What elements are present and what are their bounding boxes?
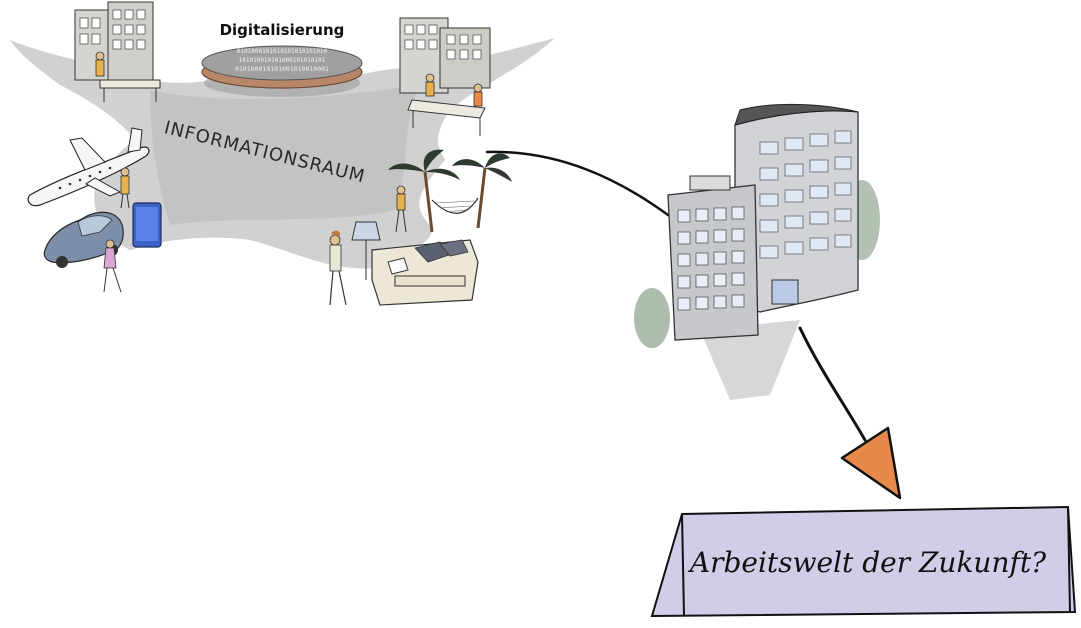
binary-row-2: 101010010101000101010101 (239, 57, 326, 64)
building-windows (404, 24, 482, 60)
smartphone (132, 202, 162, 248)
person-walking (103, 239, 122, 293)
worker-right-1 (425, 73, 435, 97)
airplane-windows (58, 166, 112, 190)
hammock-net (435, 200, 475, 213)
binary-row-3: 010100010101001010010001 (235, 65, 329, 73)
person-living-room (329, 230, 347, 306)
sofa (371, 239, 479, 306)
palm-beach (388, 149, 512, 233)
connector-curve (485, 150, 670, 217)
worker-left (95, 51, 105, 77)
airplane-tail (127, 127, 143, 153)
hammock (431, 197, 479, 214)
future-sign: Arbeitswelt der Zukunft? (650, 505, 1077, 618)
airplane (27, 127, 150, 207)
office-building-right (399, 17, 491, 136)
digitalisierung-disc: 0101000101010101010101010 10101001010100… (201, 21, 363, 97)
airplane-wing (69, 137, 106, 171)
car-wheel (56, 256, 68, 268)
lamp-shade (351, 221, 381, 241)
ground-shadow (700, 320, 800, 400)
tree-left (634, 288, 670, 348)
office-desk (99, 79, 161, 89)
information-space-shadow (150, 85, 420, 225)
arrow-head (840, 426, 902, 500)
person-traveler (120, 167, 130, 209)
palm-leaves (388, 149, 512, 182)
worker-right-2 (473, 83, 483, 107)
arrow-to-future (798, 326, 902, 500)
building-windows-front (677, 206, 745, 311)
car (43, 211, 124, 268)
modern-office-building (634, 103, 880, 400)
car-window (77, 215, 113, 237)
palm-trunk (423, 171, 434, 233)
building-roof (734, 103, 859, 126)
sign-board (650, 505, 1077, 618)
building-windows (79, 9, 146, 50)
disc-top (201, 45, 363, 81)
person-beach (395, 185, 407, 233)
office-building-left (74, 1, 161, 102)
sign-text: Arbeitswelt der Zukunft? (687, 546, 1047, 579)
building-roof-box (689, 175, 731, 191)
sofa-cushion (439, 239, 469, 257)
building-windows-side (759, 130, 852, 259)
airplane-wing-lower (85, 177, 122, 197)
building-entrance (771, 279, 799, 305)
palm-trunk (476, 167, 487, 229)
coffee-table (394, 275, 466, 287)
living-room (329, 221, 479, 306)
laptop (387, 257, 409, 275)
binary-row-1: 0101000101010101010101010 (237, 48, 328, 55)
arrow-line (798, 326, 867, 442)
digitalisierung-title: Digitalisierung (220, 21, 345, 39)
